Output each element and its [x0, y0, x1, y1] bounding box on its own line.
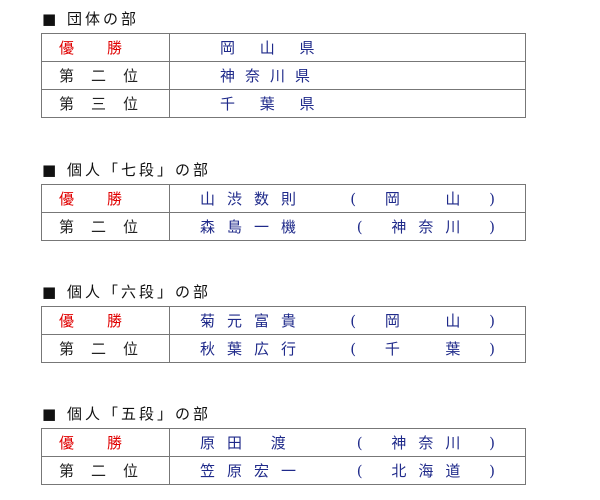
- player-name: 秋葉広行: [200, 340, 309, 358]
- rank-label: 優勝: [59, 190, 123, 208]
- team-results-table: 優勝 岡 山 県 第二位 神奈川県 第三位 千 葉 県: [41, 33, 526, 118]
- rank-label: 優勝: [59, 312, 123, 330]
- player-prefecture: ( 岡 山 ): [350, 312, 507, 330]
- rank-cell: 第二位: [41, 334, 170, 363]
- rank-cell: 優勝: [41, 428, 170, 457]
- table-row: 優勝 原田 渡 ( 神奈川 ): [41, 428, 526, 457]
- player-prefecture: ( 岡 山 ): [350, 190, 507, 208]
- rank-cell: 優勝: [41, 306, 170, 335]
- rank-label: 第二位: [59, 218, 139, 236]
- table-row: 第二位 神奈川県: [41, 61, 526, 90]
- section-title-5dan: ■ 個人「五段」の部: [42, 405, 211, 423]
- player-cell: 森島一機 ( 神奈川 ): [169, 212, 526, 241]
- player-name: 笠原宏一: [200, 462, 309, 480]
- team-cell: 千 葉 県: [169, 89, 526, 118]
- table-row: 優勝 山渋数則 ( 岡 山 ): [41, 184, 526, 213]
- table-row: 優勝 岡 山 県: [41, 33, 526, 62]
- team-cell: 岡 山 県: [169, 33, 526, 62]
- player-cell: 原田 渡 ( 神奈川 ): [169, 428, 526, 457]
- section-title-7dan: ■ 個人「七段」の部: [42, 161, 211, 179]
- player-cell: 笠原宏一 ( 北海道 ): [169, 456, 526, 485]
- player-prefecture: ( 神奈川 ): [356, 434, 507, 452]
- 7dan-results-table: 優勝 山渋数則 ( 岡 山 ) 第二位 森島一機 ( 神奈川 ): [41, 184, 526, 241]
- rank-cell: 第二位: [41, 212, 170, 241]
- table-row: 第二位 秋葉広行 ( 千 葉 ): [41, 334, 526, 363]
- rank-label: 第二位: [59, 67, 139, 85]
- rank-cell: 第二位: [41, 456, 170, 485]
- rank-label: 第二位: [59, 462, 139, 480]
- rank-cell: 優勝: [41, 184, 170, 213]
- table-row: 第二位 笠原宏一 ( 北海道 ): [41, 456, 526, 485]
- player-cell: 秋葉広行 ( 千 葉 ): [169, 334, 526, 363]
- player-name: 森島一機: [200, 218, 309, 236]
- player-cell: 山渋数則 ( 岡 山 ): [169, 184, 526, 213]
- player-prefecture: ( 千 葉 ): [350, 340, 507, 358]
- rank-label: 第二位: [59, 340, 139, 358]
- player-name: 菊元富貴: [200, 312, 309, 330]
- player-prefecture: ( 神奈川 ): [356, 218, 507, 236]
- rank-cell: 第三位: [41, 89, 170, 118]
- rank-cell: 第二位: [41, 61, 170, 90]
- player-name: 山渋数則: [200, 190, 309, 208]
- player-cell: 菊元富貴 ( 岡 山 ): [169, 306, 526, 335]
- table-row: 優勝 菊元富貴 ( 岡 山 ): [41, 306, 526, 335]
- rank-label: 第三位: [59, 95, 139, 113]
- team-cell: 神奈川県: [169, 61, 526, 90]
- table-row: 第三位 千 葉 県: [41, 89, 526, 118]
- table-row: 第二位 森島一機 ( 神奈川 ): [41, 212, 526, 241]
- rank-cell: 優勝: [41, 33, 170, 62]
- section-title-team: ■ 団体の部: [42, 10, 139, 28]
- 5dan-results-table: 優勝 原田 渡 ( 神奈川 ) 第二位 笠原宏一 ( 北海道 ): [41, 428, 526, 485]
- player-prefecture: ( 北海道 ): [356, 462, 507, 480]
- 6dan-results-table: 優勝 菊元富貴 ( 岡 山 ) 第二位 秋葉広行 ( 千 葉 ): [41, 306, 526, 363]
- rank-label: 優勝: [59, 39, 123, 57]
- section-title-6dan: ■ 個人「六段」の部: [42, 283, 211, 301]
- player-name: 原田 渡: [200, 434, 298, 452]
- rank-label: 優勝: [59, 434, 123, 452]
